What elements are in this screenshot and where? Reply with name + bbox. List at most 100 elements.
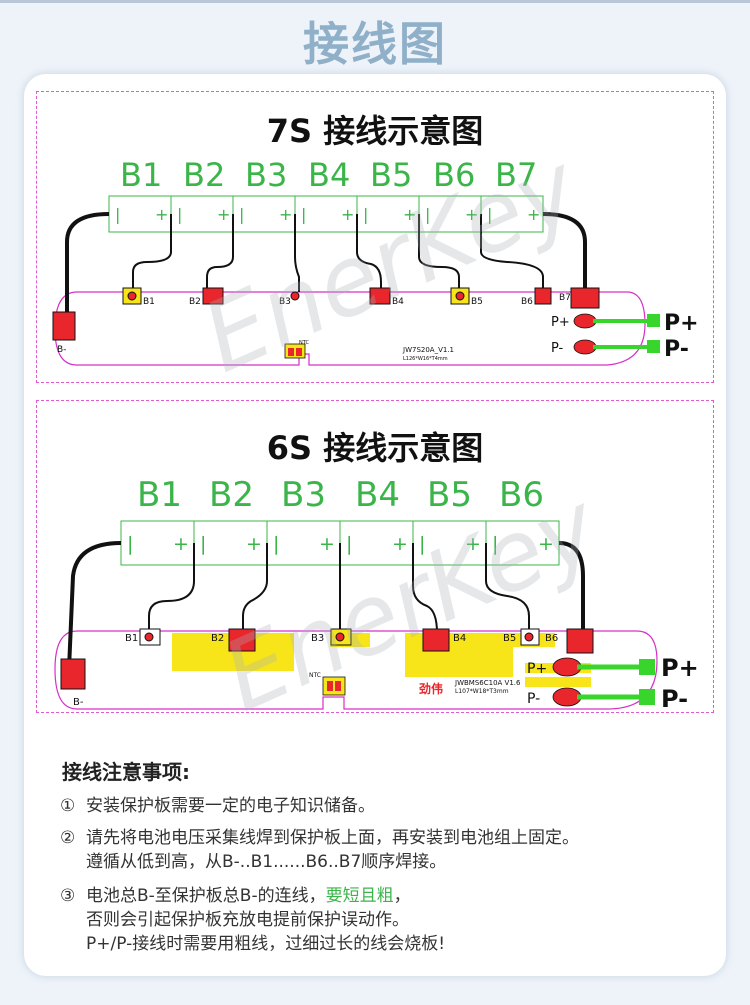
cell-label-b2: B2 <box>209 475 254 515</box>
svg-text:JWBMS6C10A V1.6: JWBMS6C10A V1.6 <box>454 679 521 687</box>
diagram-6s-title: 6S 接线示意图 <box>266 429 484 467</box>
notes-title: 接线注意事项: <box>62 760 190 784</box>
note-1-number: ① <box>60 796 76 816</box>
svg-text:+: + <box>527 205 540 224</box>
svg-text:|: | <box>363 205 368 224</box>
svg-text:|: | <box>425 205 430 224</box>
svg-text:JW7S20A_V1.1: JW7S20A_V1.1 <box>402 346 454 354</box>
battery-cell-b2 <box>193 520 268 566</box>
svg-text:+: + <box>279 205 292 224</box>
svg-text:+: + <box>155 205 168 224</box>
pcb-outline-6s <box>54 630 658 710</box>
svg-text:P+: P+ <box>664 311 699 336</box>
content-card: 7S 接线示意图 B1 B2 B3 B4 B5 B6 B7 | + | + <box>24 74 726 976</box>
svg-text:B2: B2 <box>211 633 224 644</box>
cell-label-b5: B5 <box>370 156 413 194</box>
cell-label-b2: B2 <box>183 156 226 194</box>
svg-text:B3: B3 <box>311 633 324 644</box>
cell-label-b5: B5 <box>427 475 472 515</box>
svg-text:+: + <box>403 205 416 224</box>
svg-text:L107*W18*T3mm: L107*W18*T3mm <box>455 688 509 695</box>
svg-text:B5: B5 <box>503 633 516 644</box>
top-divider <box>0 0 750 3</box>
svg-text:|: | <box>115 205 120 224</box>
note-3: ③ 电池总B-至保护板总B-的连线，要短且粗， 否则会引起保护板充放电提前保护误动… <box>60 884 445 956</box>
note-3-line2: 否则会引起保护板充放电提前保护误动作。 <box>86 910 409 930</box>
page-title: 接线图 <box>303 17 447 71</box>
cell-label-b4: B4 <box>308 156 351 194</box>
svg-text:P+: P+ <box>527 661 547 677</box>
diagram-6s: 6S 接线示意图 B1 B2 B3 B4 B5 B6 | + | + | + <box>36 400 714 733</box>
svg-text:B1: B1 <box>125 633 138 644</box>
svg-text:|: | <box>127 533 133 555</box>
svg-text:B2: B2 <box>189 297 201 307</box>
battery-cell-b5 <box>412 520 487 566</box>
svg-text:B7: B7 <box>559 293 571 303</box>
note-3-line1-a: 电池总B-至保护板总B-的连线， <box>86 886 326 906</box>
svg-text:|: | <box>301 205 306 224</box>
battery-cell-b7 <box>480 195 544 233</box>
svg-text:|: | <box>273 533 279 555</box>
svg-text:+: + <box>173 533 189 555</box>
note-2-number: ② <box>60 828 76 848</box>
svg-text:B-: B- <box>57 345 66 355</box>
battery-cell-b4 <box>339 520 414 566</box>
svg-text:B4: B4 <box>392 297 404 307</box>
battery-cell-b3 <box>266 520 341 566</box>
svg-text:B4: B4 <box>453 633 466 644</box>
svg-text:B3: B3 <box>279 297 291 307</box>
svg-text:|: | <box>200 533 206 555</box>
note-3-line3: P+/P-接线时需要用粗线，过细过长的线会烧板! <box>86 934 446 954</box>
svg-text:+: + <box>465 533 481 555</box>
battery-cell-b6 <box>418 195 482 233</box>
svg-text:+: + <box>319 533 335 555</box>
svg-text:P-: P- <box>664 337 689 362</box>
cell-label-b1: B1 <box>137 475 182 515</box>
svg-text:|: | <box>492 533 498 555</box>
svg-text:B-: B- <box>73 697 84 708</box>
battery-cell-b3 <box>232 195 296 233</box>
diagram-7s-title: 7S 接线示意图 <box>266 112 484 150</box>
svg-text:|: | <box>346 533 352 555</box>
svg-text:|: | <box>177 205 182 224</box>
svg-text:+: + <box>538 533 554 555</box>
note-2-line1: 请先将电池电压采集线焊到保护板上面，再安装到电池组上固定。 <box>86 828 579 848</box>
wiring-6s: | + | + | + | + | + | + <box>54 520 699 713</box>
battery-cell-b4 <box>294 195 358 233</box>
note-3-number: ③ <box>60 886 76 906</box>
diagram-7s: 7S 接线示意图 B1 B2 B3 B4 B5 B6 B7 | + | + <box>36 91 714 394</box>
svg-text:|: | <box>419 533 425 555</box>
svg-text:NTC: NTC <box>309 672 321 679</box>
svg-text:B6: B6 <box>545 633 558 644</box>
svg-text:+: + <box>246 533 262 555</box>
note-1: ① 安装保护板需要一定的电子知识储备。 <box>60 794 375 818</box>
cell-label-b3: B3 <box>281 475 326 515</box>
svg-text:NTC: NTC <box>299 340 310 346</box>
battery-cell-b2 <box>170 195 234 233</box>
svg-text:劲伟: 劲伟 <box>418 681 443 696</box>
cell-label-b7: B7 <box>495 156 538 194</box>
svg-text:+: + <box>341 205 354 224</box>
svg-text:P-: P- <box>527 691 540 707</box>
svg-text:P-: P- <box>661 685 688 713</box>
note-2-line2: 遵循从低到高，从B-..B1......B6..B7顺序焊接。 <box>86 852 447 872</box>
svg-text:+: + <box>465 205 478 224</box>
note-3-line1-b: ， <box>393 886 411 906</box>
cell-label-b6: B6 <box>499 475 544 515</box>
svg-text:+: + <box>217 205 230 224</box>
svg-text:B1: B1 <box>143 297 155 307</box>
svg-text:+: + <box>392 533 408 555</box>
wiring-7s: | + | + | + | + | + | + | + <box>52 195 699 366</box>
note-1-text: 安装保护板需要一定的电子知识储备。 <box>86 796 375 816</box>
svg-text:|: | <box>239 205 244 224</box>
cell-label-b3: B3 <box>245 156 288 194</box>
cell-label-b1: B1 <box>120 156 163 194</box>
cell-label-b4: B4 <box>355 475 400 515</box>
note-2: ② 请先将电池电压采集线焊到保护板上面，再安装到电池组上固定。 遵循从低到高，从B… <box>60 826 579 874</box>
battery-cell-b6 <box>485 520 560 566</box>
svg-text:P-: P- <box>551 341 564 356</box>
cell-label-b6: B6 <box>433 156 476 194</box>
note-3-highlight: 要短且粗 <box>325 886 394 906</box>
svg-text:P+: P+ <box>551 315 570 330</box>
svg-text:|: | <box>487 205 492 224</box>
